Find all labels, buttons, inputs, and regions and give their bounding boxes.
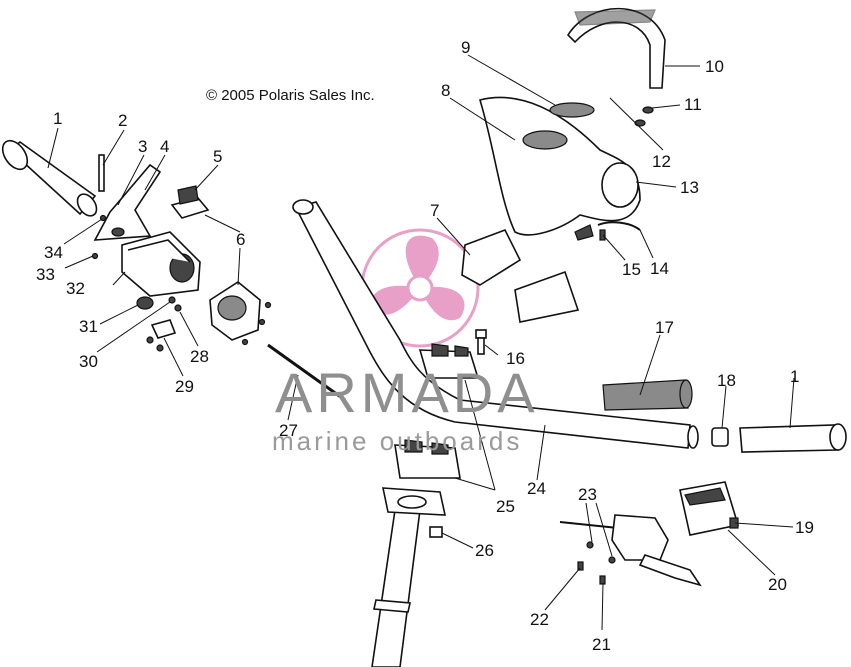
callout-8: 8 — [441, 81, 450, 100]
callout-33: 33 — [36, 265, 55, 284]
callout-30: 30 — [79, 352, 98, 371]
callout-4: 4 — [160, 137, 169, 156]
callout-10: 10 — [705, 57, 724, 76]
wire-14 — [597, 221, 641, 231]
callout-5: 5 — [213, 147, 222, 166]
callout-22: 22 — [530, 610, 549, 629]
throttle-cable-27 — [267, 343, 346, 402]
handlebar-shroud — [478, 96, 641, 241]
callout-23: 23 — [578, 485, 597, 504]
handlebar-tube — [292, 199, 699, 449]
cover-7 — [461, 228, 580, 323]
nut-26 — [429, 526, 443, 538]
cover-29 — [146, 319, 177, 352]
switch-5 — [170, 185, 241, 233]
callout-28: 28 — [190, 347, 209, 366]
bolt-16 — [475, 329, 487, 355]
watermark-brand: ARMADA — [275, 361, 539, 424]
callout-16: 16 — [506, 349, 525, 368]
callout-21: 21 — [592, 635, 611, 654]
handlebar-clamp-upper — [418, 343, 480, 379]
handlebar-clamp-lower — [394, 439, 461, 479]
throttle-lever — [559, 514, 702, 587]
left-grip — [1, 139, 98, 217]
callout-1-right: 1 — [790, 367, 799, 386]
callout-24: 24 — [527, 479, 546, 498]
callout-11: 11 — [684, 95, 702, 114]
callout-3: 3 — [138, 137, 147, 156]
pad-9 — [549, 102, 595, 118]
callout-17: 17 — [655, 318, 674, 337]
washer-12 — [634, 119, 646, 127]
nut-11 — [642, 106, 654, 114]
callout-20: 20 — [768, 575, 787, 594]
callout-32: 32 — [66, 279, 85, 298]
callout-9: 9 — [461, 38, 470, 57]
grip-17 — [602, 379, 693, 411]
callout-15: 15 — [622, 260, 641, 279]
leader-lines — [47, 54, 795, 631]
callout-labels: 1 2 3 4 5 6 7 8 9 10 11 12 13 14 15 16 1… — [36, 38, 814, 654]
callout-2: 2 — [118, 111, 127, 130]
callout-25: 25 — [496, 497, 515, 516]
callout-19: 19 — [795, 518, 814, 537]
callout-12: 12 — [652, 152, 671, 171]
switch-housing-19 — [679, 481, 740, 536]
callout-26: 26 — [475, 541, 494, 560]
switch-housing-32 — [121, 231, 201, 297]
callout-34: 34 — [44, 243, 63, 262]
callout-7: 7 — [430, 201, 439, 220]
callout-14: 14 — [650, 259, 669, 278]
grommet-31 — [136, 296, 154, 310]
screw-33 — [91, 252, 99, 260]
end-cap-18 — [711, 427, 729, 447]
callout-18: 18 — [717, 371, 736, 390]
screw-28 — [174, 304, 182, 312]
bolt-2 — [98, 154, 105, 192]
callout-1-left: 1 — [53, 109, 62, 128]
callout-31: 31 — [79, 317, 98, 336]
throttle-bracket — [93, 163, 162, 241]
callout-29: 29 — [175, 377, 194, 396]
screw-15 — [599, 229, 606, 241]
right-grip — [739, 423, 847, 453]
callout-6: 6 — [236, 230, 245, 249]
copyright-text: © 2005 Polaris Sales Inc. — [206, 87, 375, 104]
callout-13: 13 — [680, 178, 699, 197]
steering-column — [371, 487, 447, 667]
throttle-housing-6 — [209, 281, 272, 346]
grab-handle-10 — [566, 7, 666, 89]
screw-30 — [168, 296, 176, 304]
callout-27: 27 — [279, 421, 298, 440]
watermark-tagline: marine outboards — [272, 426, 522, 456]
watermark-propeller-logo — [360, 228, 480, 348]
